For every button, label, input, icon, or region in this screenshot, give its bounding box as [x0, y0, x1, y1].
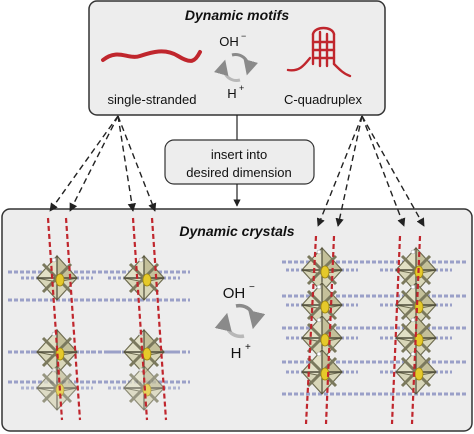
- left-crystal: [8, 217, 190, 421]
- insertion-arrows: [49, 115, 425, 227]
- bottom-switch-base-sup: −: [249, 282, 255, 293]
- bottom-switch-base: OH: [223, 285, 246, 302]
- bottom-switch-acid: H: [231, 345, 242, 362]
- top-switch-arrow-left: [213, 59, 241, 82]
- bottom-switch-arrow-right: [235, 303, 266, 330]
- top-switch-acid-sup: +: [239, 83, 244, 93]
- arrow-ss-3: [117, 115, 136, 212]
- top-panel-title: Dynamic motifs: [185, 7, 289, 23]
- bottom-panel-title: Dynamic crystals: [179, 223, 294, 239]
- top-switch-base-sup: −: [241, 31, 246, 41]
- bottom-panel: [1, 208, 473, 432]
- bottom-switch-arrow-left: [214, 312, 245, 339]
- right-crystal: [282, 235, 466, 425]
- single-stranded-dna: [101, 49, 202, 63]
- top-switch-acid: H: [227, 86, 236, 101]
- insert-line-1: insert into: [211, 147, 267, 162]
- bottom-switch-acid-sup: +: [245, 342, 251, 353]
- insert-box: [164, 139, 315, 185]
- top-switch-arrow-right: [231, 53, 259, 76]
- c-quadruplex-icon: [286, 26, 352, 78]
- top-switch: OH − H +: [213, 31, 259, 101]
- c-quadruplex-label: C-quadruplex: [284, 92, 363, 107]
- single-stranded-label: single-stranded: [108, 92, 197, 107]
- arrow-ss-4: [117, 115, 157, 212]
- top-switch-base: OH: [219, 34, 239, 49]
- arrow-cq-2: [335, 115, 363, 227]
- arrow-cq-4: [361, 115, 425, 227]
- left-dna-strands: [46, 217, 168, 421]
- arrow-ss-2: [69, 115, 119, 212]
- insert-line-2: desired dimension: [186, 165, 292, 180]
- arrow-ss-1: [49, 115, 119, 212]
- right-dna-strands: [304, 235, 422, 425]
- bottom-switch: OH − H +: [214, 282, 266, 362]
